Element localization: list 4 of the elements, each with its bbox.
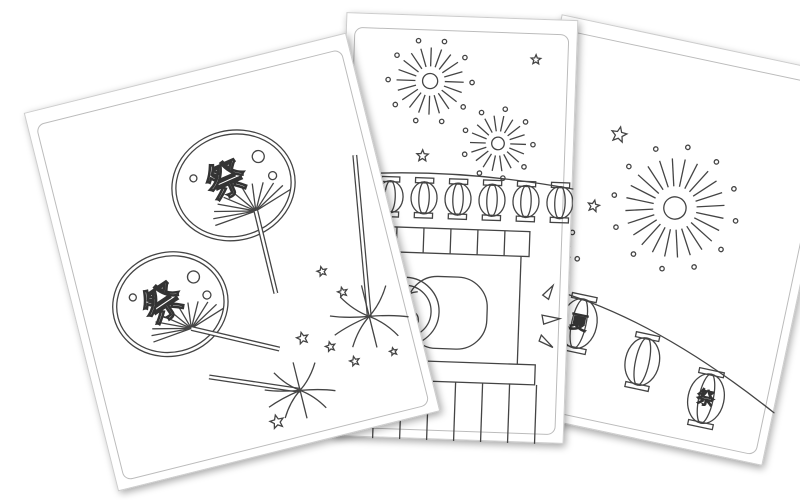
kanji-label: 夏 [568,312,590,334]
kanji-label: 祭 [695,388,717,410]
kanji-label: 祭 [200,152,254,206]
kanji-label: 祭 [134,274,190,330]
